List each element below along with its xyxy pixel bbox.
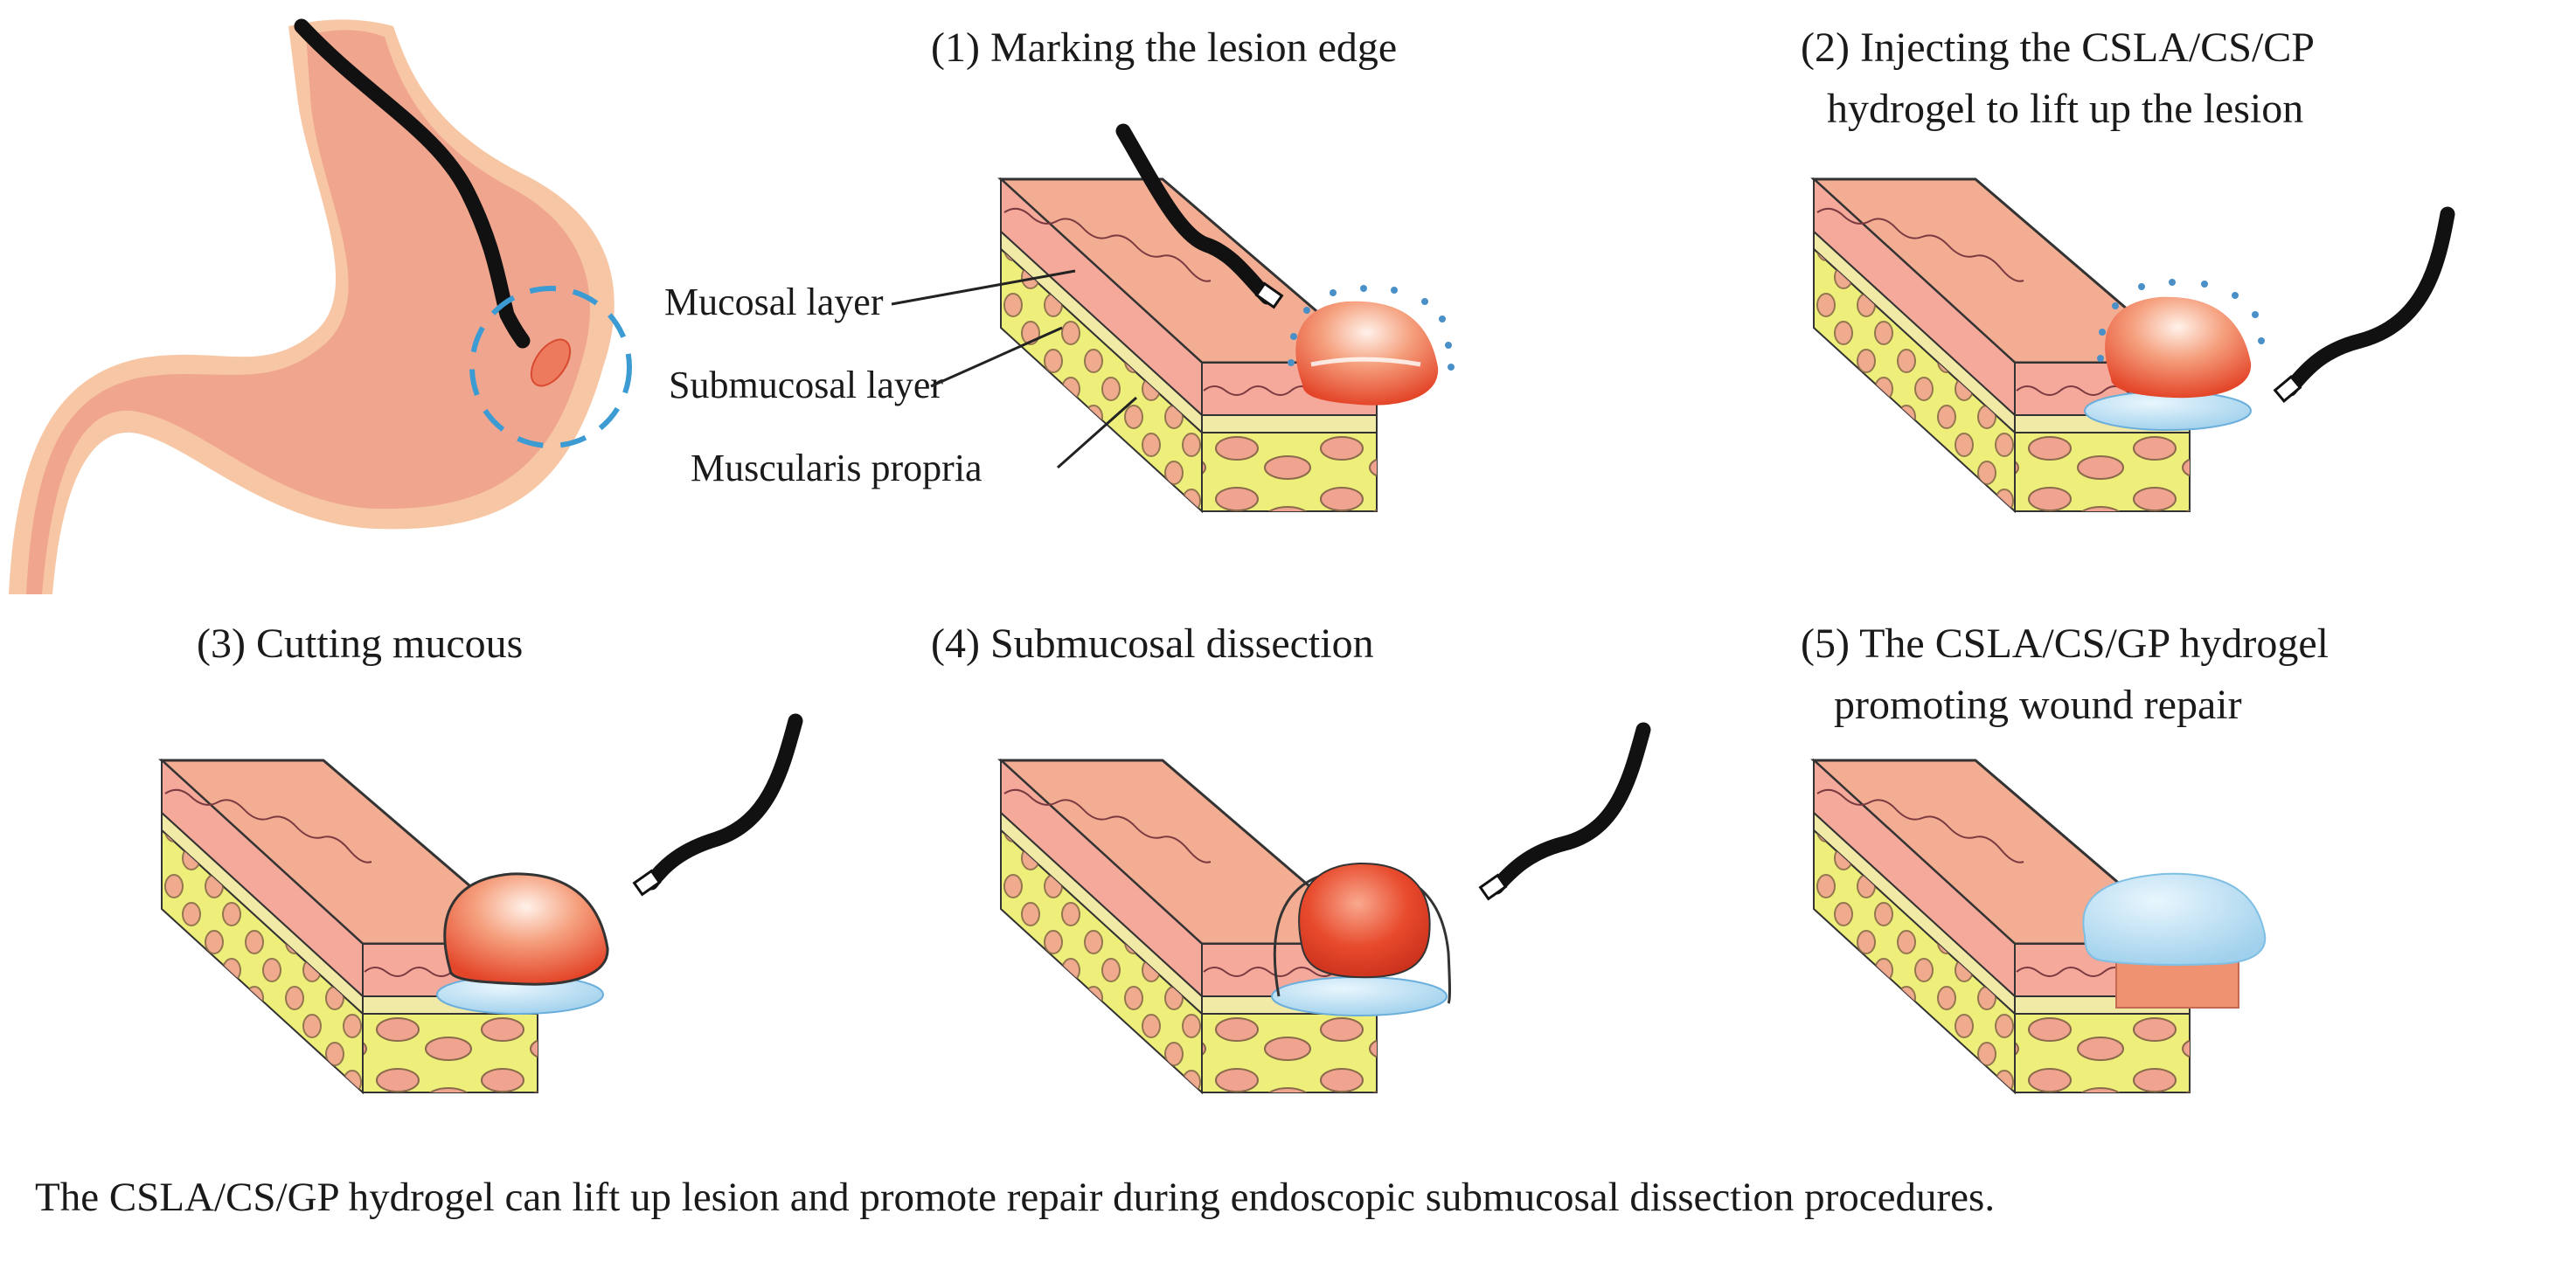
- tissue-block-step4: [999, 759, 1451, 1094]
- step5-title-line1: (5) The CSLA/CS/GP hydrogel: [1801, 621, 2329, 667]
- tissue-block-step3: [160, 759, 609, 1094]
- endoscope-in-stomach: [294, 18, 531, 349]
- endoscope-step4: [1489, 722, 1651, 895]
- step4-title: (4) Submucosal dissection: [931, 621, 1374, 667]
- label-mucosal-layer: Mucosal layer: [664, 281, 884, 323]
- tissue-block-step5: [1812, 759, 2267, 1094]
- figure-caption: The CSLA/CS/GP hydrogel can lift up lesi…: [35, 1175, 1995, 1220]
- endoscope-step3: [643, 713, 803, 891]
- marking-dots: [1288, 285, 1455, 371]
- endoscope-step1: [1115, 123, 1275, 305]
- stomach-illustration: [9, 18, 632, 595]
- label-submucosal-layer: Submucosal layer: [669, 364, 943, 406]
- step5-title-line2: promoting wound repair: [1834, 682, 2242, 728]
- step3-title: (3) Cutting mucous: [197, 621, 523, 667]
- step2-title-line2: hydrogel to lift up the lesion: [1827, 86, 2303, 132]
- tissue-block-step2: [1812, 177, 2265, 513]
- tissue-block-step1: [999, 177, 1455, 513]
- step2-title-line1: (2) Injecting the CSLA/CS/CP: [1801, 24, 2315, 71]
- label-muscularis-propria: Muscularis propria: [691, 447, 982, 489]
- step1-title: (1) Marking the lesion edge: [931, 24, 1397, 71]
- endoscope-step2: [2282, 206, 2455, 397]
